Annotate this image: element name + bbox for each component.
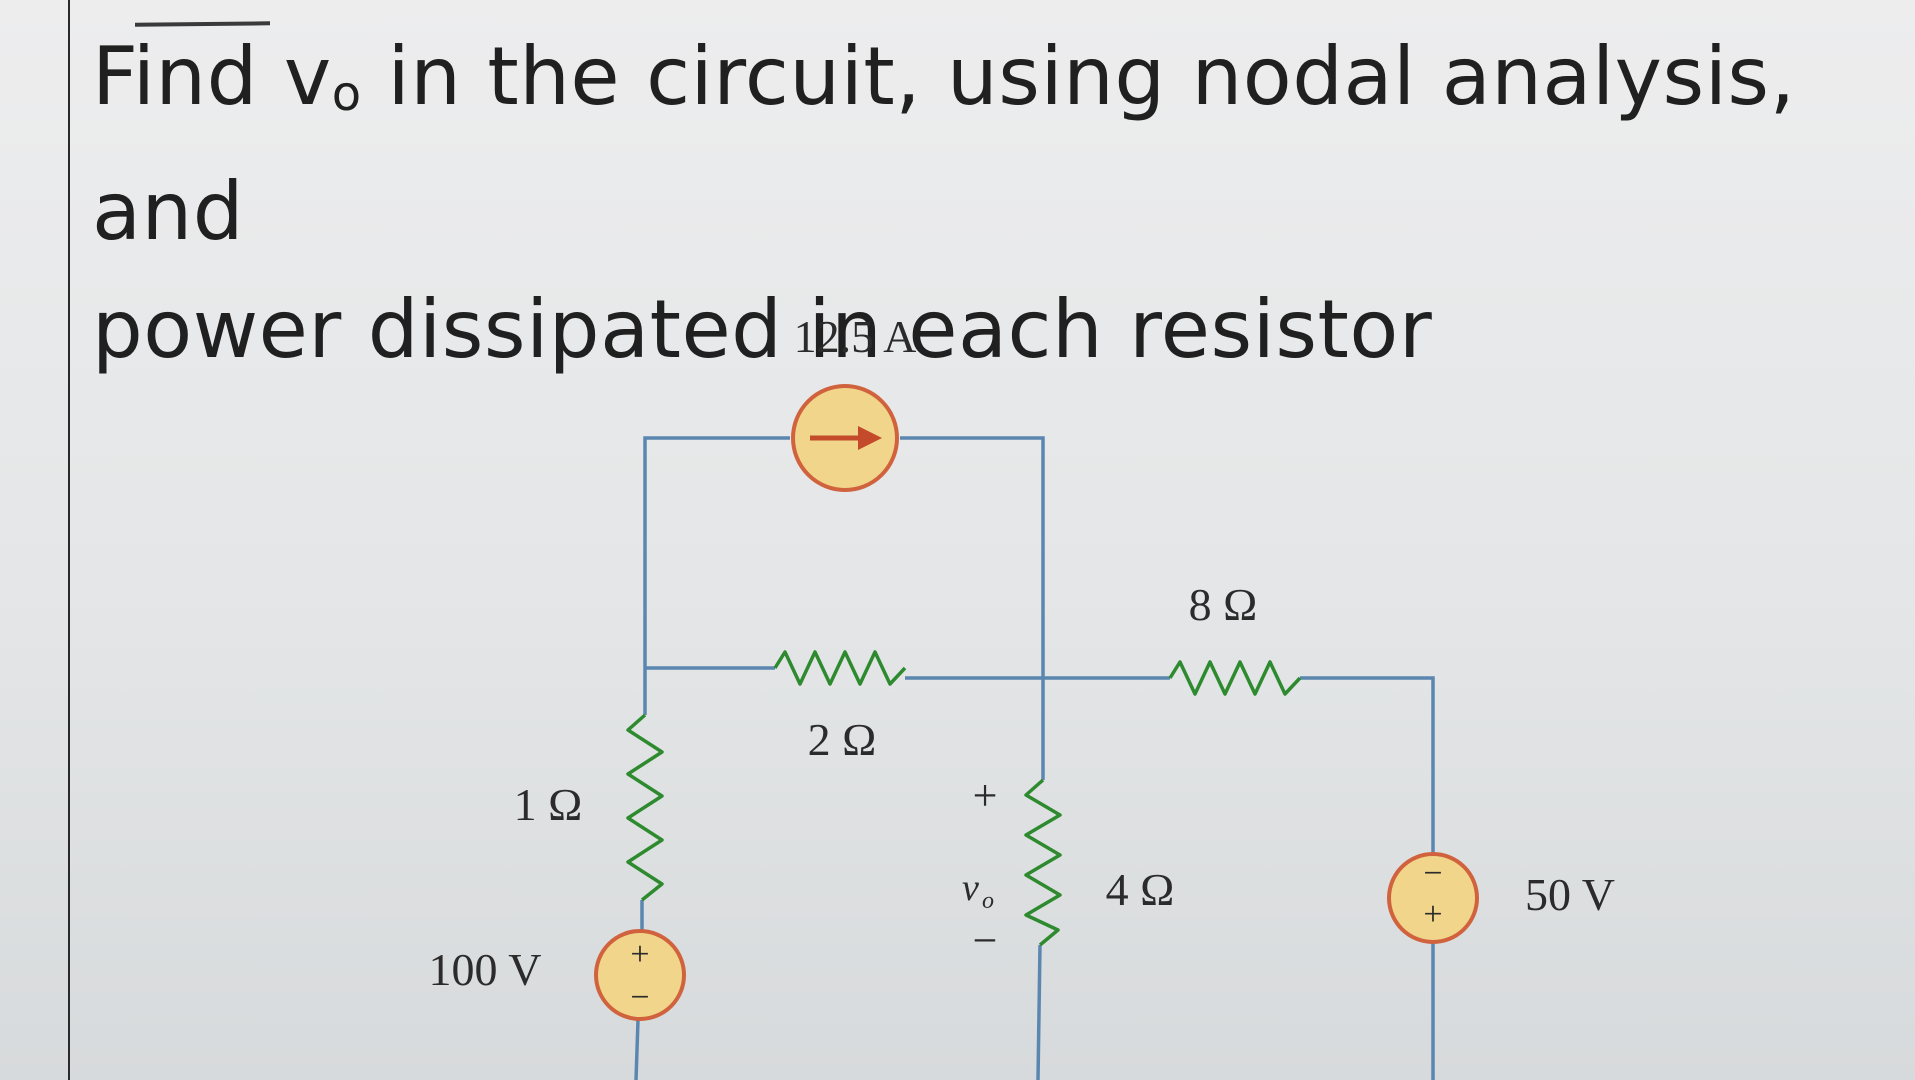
voltage-left-label: 100 V — [429, 944, 542, 995]
wires — [634, 436, 1435, 1080]
plus-sign: + — [630, 936, 649, 973]
vo-plus: + — [973, 771, 998, 820]
resistors — [626, 650, 1302, 947]
resistor-1-ohm-label: 1 Ω — [514, 779, 583, 830]
minus-sign: − — [630, 979, 649, 1016]
vo-minus: − — [973, 916, 998, 965]
resistor-8-ohm — [1168, 660, 1302, 696]
voltage-source-right-body — [1387, 852, 1479, 944]
resistor-4-ohm-label: 4 Ω — [1106, 864, 1175, 915]
resistor-2-ohm-label: 2 Ω — [808, 714, 877, 765]
question-line-2: power dissipated in each resistor — [92, 283, 1433, 376]
voltage-source-left-body — [594, 929, 686, 1021]
resistor-1-ohm — [626, 713, 664, 902]
resistor-2-ohm — [773, 650, 907, 686]
resistor-8-ohm-label: 8 Ω — [1189, 579, 1258, 630]
wire-left-bottom — [634, 1019, 640, 1080]
current-source — [791, 384, 899, 492]
wire-top-left — [643, 436, 790, 668]
plus-sign: + — [1423, 896, 1442, 933]
wire-center-bottom — [1036, 944, 1042, 1080]
vo-subscript: o — [982, 888, 994, 914]
wire-right-branch — [1300, 676, 1435, 860]
wire-top-right — [900, 436, 1045, 668]
current-source-label: 12.5 A — [794, 311, 917, 362]
voltage-right-label: 50 V — [1525, 869, 1615, 920]
voltage-source-right: − + — [1387, 852, 1479, 944]
resistor-4-ohm — [1024, 778, 1062, 947]
voltage-source-left: + − — [594, 929, 686, 1021]
margin-line — [68, 0, 70, 1080]
vo-label: v — [962, 867, 979, 909]
arrow-head — [858, 426, 882, 450]
circuit-diagram: + − − + 12.5 A 8 Ω 2 Ω 1 Ω 4 Ω 100 V 50 … — [429, 311, 1615, 1080]
question-line-1: Find vo in the circuit, using nodal anal… — [92, 30, 1796, 258]
minus-sign: − — [1423, 855, 1442, 892]
question-text: Find vo in the circuit, using nodal anal… — [92, 18, 1872, 389]
